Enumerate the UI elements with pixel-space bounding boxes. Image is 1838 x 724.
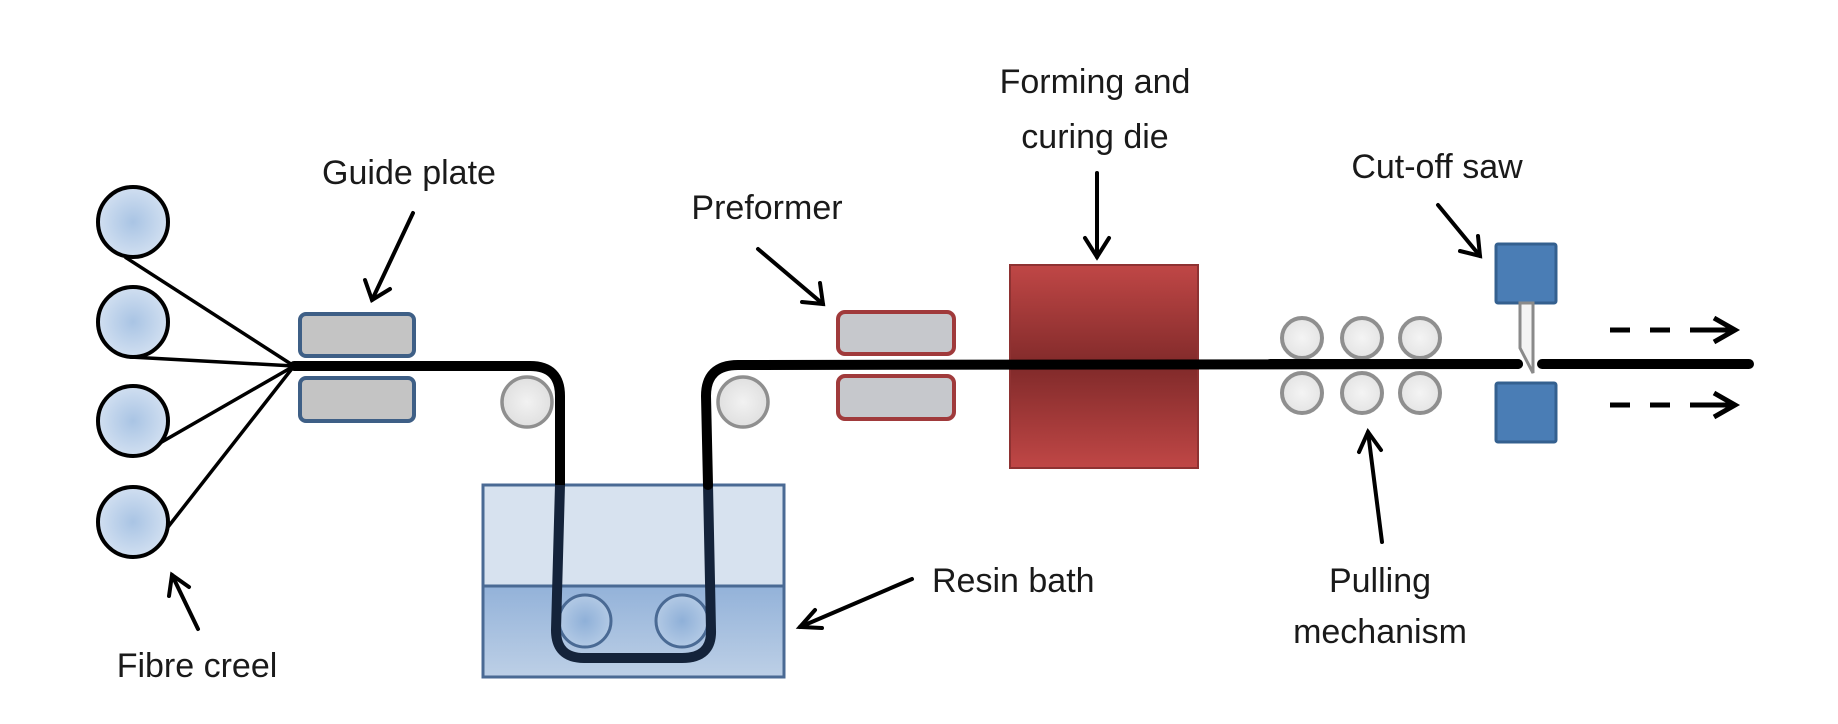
pulling-arrow-icon xyxy=(1357,428,1384,544)
preformer-bottom xyxy=(836,374,956,421)
guide-plate xyxy=(298,312,416,423)
puller-roller xyxy=(1340,316,1384,360)
die-arrow-icon xyxy=(1083,171,1111,261)
fibre-creel xyxy=(96,185,296,559)
fibre-creel-arrow-icon xyxy=(167,571,200,631)
puller-roller xyxy=(1280,316,1324,360)
guide-plate-bottom xyxy=(298,376,416,423)
cutoff-saw-arrow-icon xyxy=(1436,203,1483,259)
creel-spool-1 xyxy=(96,185,170,259)
saw-blade xyxy=(1518,301,1535,374)
submerged-roller-right xyxy=(654,593,710,649)
preformer-arrow-icon xyxy=(756,247,826,307)
label-pulling-line1: Pulling xyxy=(1329,562,1431,600)
puller-roller xyxy=(1340,371,1384,415)
guide-plate-arrow-icon xyxy=(363,211,415,303)
output-direction-arrows xyxy=(1610,315,1741,420)
dashed-arrow-right-icon xyxy=(1610,390,1741,420)
fibre-path-exit xyxy=(700,359,1523,490)
puller-roller xyxy=(1280,371,1324,415)
label-die-line1: Forming and xyxy=(1000,63,1191,101)
label-fibre-creel: Fibre creel xyxy=(117,647,278,685)
preformer-top xyxy=(836,310,956,356)
dashed-arrow-right-icon xyxy=(1610,315,1741,345)
cutoff-saw xyxy=(1494,242,1558,444)
idler-roller-left xyxy=(500,375,554,429)
label-guide-plate: Guide plate xyxy=(322,154,496,192)
saw-head-bottom xyxy=(1494,381,1558,444)
guide-plate-top xyxy=(298,312,416,358)
puller-roller xyxy=(1398,371,1442,415)
resin-bath-arrow-icon xyxy=(795,577,914,630)
creel-spool-2 xyxy=(96,285,170,359)
label-pulling-line2: mechanism xyxy=(1293,613,1467,651)
idler-roller-right xyxy=(716,375,770,429)
creel-spool-3 xyxy=(96,384,170,458)
label-preformer: Preformer xyxy=(691,189,842,227)
fibre-path-bath xyxy=(550,484,716,663)
submerged-roller-left xyxy=(557,593,613,649)
fibre-strands xyxy=(124,255,296,529)
preformer xyxy=(836,310,956,421)
label-resin-bath: Resin bath xyxy=(932,562,1095,600)
saw-head-top xyxy=(1494,242,1558,305)
resin-bath xyxy=(481,483,786,679)
creel-spool-4 xyxy=(96,485,170,559)
fibre-path-main xyxy=(289,361,565,490)
pulling-mechanism xyxy=(1280,316,1442,415)
puller-roller xyxy=(1398,316,1442,360)
label-cutoff-saw: Cut-off saw xyxy=(1351,148,1523,186)
label-die-line2: curing die xyxy=(1021,118,1168,156)
